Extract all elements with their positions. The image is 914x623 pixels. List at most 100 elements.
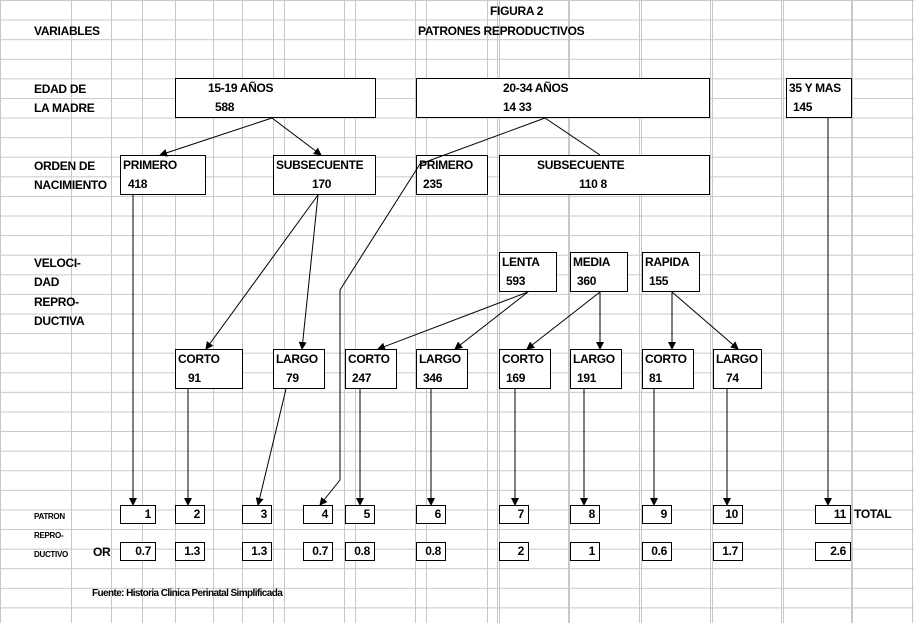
pattern-box-2: 2 [175,505,205,524]
age-value: 588 [215,100,235,114]
label-total: TOTAL [854,507,892,521]
or-box-8: 1 [570,542,600,561]
label-patron-line2: REPRO- [34,531,64,540]
interval-label: LARGO [419,352,461,366]
arrow-subsecuente1-to-corto [205,194,319,350]
pattern-box-10: 10 [713,505,743,524]
source-note: Fuente: Historia Clinica Perinatal Simpl… [92,588,283,599]
speed-value: 155 [649,274,669,288]
pattern-box-5: 5 [345,505,375,524]
order-value: 418 [128,177,148,191]
speed-box-rapida: RAPIDA 155 [642,252,700,292]
label-velocidad-line2: DAD [34,275,60,289]
label-or: OR [93,545,111,559]
interval-value: 74 [726,371,739,385]
interval-box-corto-1: CORTO 91 [175,349,243,389]
interval-box-largo-3: LARGO 191 [570,349,622,389]
pattern-box-6: 6 [416,505,446,524]
or-box-11: 2.6 [815,542,851,561]
order-label: PRIMERO [123,158,177,172]
speed-box-lenta: LENTA 593 [499,252,557,292]
interval-value: 346 [423,371,443,385]
pattern-box-11: 11 [815,505,851,524]
pattern-box-4: 4 [303,505,333,524]
order-label: PRIMERO [419,158,473,172]
interval-label: LARGO [573,352,615,366]
order-box-primero-1: PRIMERO 418 [120,155,206,195]
speed-label: RAPIDA [645,255,690,269]
label-patron-line3: DUCTIVO [34,550,68,559]
speed-box-media: MEDIA 360 [570,252,628,292]
order-label: SUBSECUENTE [276,158,364,172]
label-edad-line2: LA MADRE [34,101,95,115]
arrow-rapida-to-largo [671,291,739,350]
interval-box-largo-4: LARGO 74 [713,349,762,389]
pattern-box-7: 7 [499,505,529,524]
order-box-primero-2: PRIMERO 235 [416,155,488,195]
label-velocidad-line4: DUCTIVA [34,314,85,328]
interval-label: CORTO [502,352,544,366]
interval-value: 169 [506,371,526,385]
label-orden-line2: NACIMIENTO [34,178,107,192]
interval-value: 81 [649,371,662,385]
pattern-box-3: 3 [242,505,272,524]
or-box-4: 0.7 [303,542,333,561]
age-value: 14 33 [503,100,532,114]
interval-label: CORTO [178,352,220,366]
speed-value: 360 [577,274,597,288]
arrow-age1-to-subsecuente [271,117,322,156]
speed-label: MEDIA [573,255,611,269]
interval-box-corto-4: CORTO 81 [642,349,694,389]
arrow-lenta-to-largo [454,291,529,350]
speed-label: LENTA [502,255,540,269]
interval-value: 247 [352,371,372,385]
or-box-10: 1.7 [713,542,743,561]
interval-label: CORTO [348,352,390,366]
label-velocidad-line3: REPRO- [34,295,79,309]
age-box-35-plus: 35 Y MAS 145 [786,78,852,118]
variables-heading: VARIABLES [34,24,100,38]
order-box-subsecuente-2: SUBSECUENTE 110 8 [499,155,710,195]
order-value: 170 [312,177,332,191]
interval-box-corto-2: CORTO 247 [345,349,397,389]
order-value: 110 8 [579,177,607,191]
interval-value: 91 [188,371,201,385]
interval-box-corto-3: CORTO 169 [499,349,551,389]
figure-number: FIGURA 2 [490,4,544,18]
arrow-media-to-corto [526,291,601,350]
interval-label: LARGO [276,352,318,366]
interval-box-largo-2: LARGO 346 [416,349,468,389]
order-value: 235 [423,177,443,191]
label-edad-line1: EDAD DE [34,82,86,96]
pattern-box-1: 1 [120,505,156,524]
label-velocidad-line1: VELOCI- [34,256,81,270]
or-box-2: 1.3 [175,542,205,561]
interval-label: CORTO [645,352,687,366]
label-orden-line1: ORDEN DE [34,159,95,173]
arrow-age2-to-subsecuente [544,117,601,156]
or-box-1: 0.7 [120,542,156,561]
or-box-5: 0.8 [345,542,375,561]
or-box-3: 1.3 [242,542,272,561]
or-box-7: 2 [499,542,529,561]
age-value: 145 [793,100,813,114]
age-label: 20-34 AÑOS [503,81,569,95]
age-box-20-34: 20-34 AÑOS 14 33 [416,78,710,118]
arrow-interval2-to-pattern3 [255,388,287,506]
interval-value: 191 [577,371,597,385]
figure-title: PATRONES REPRODUCTIVOS [418,24,585,38]
arrow-subsecuente1-to-largo [298,194,319,350]
arrow-age1-to-primero [159,117,273,157]
order-box-subsecuente-1: SUBSECUENTE 170 [273,155,376,195]
or-box-9: 0.6 [642,542,672,561]
interval-value: 79 [286,371,299,385]
interval-box-largo-1: LARGO 79 [273,349,325,389]
age-box-15-19: 15-19 AÑOS 588 [175,78,376,118]
arrow-primero2-to-pattern4 [319,163,421,506]
arrow-lenta-to-corto [377,291,529,351]
age-label: 35 Y MAS [789,81,841,95]
speed-value: 593 [506,274,526,288]
age-label: 15-19 AÑOS [208,81,274,95]
pattern-box-9: 9 [642,505,672,524]
